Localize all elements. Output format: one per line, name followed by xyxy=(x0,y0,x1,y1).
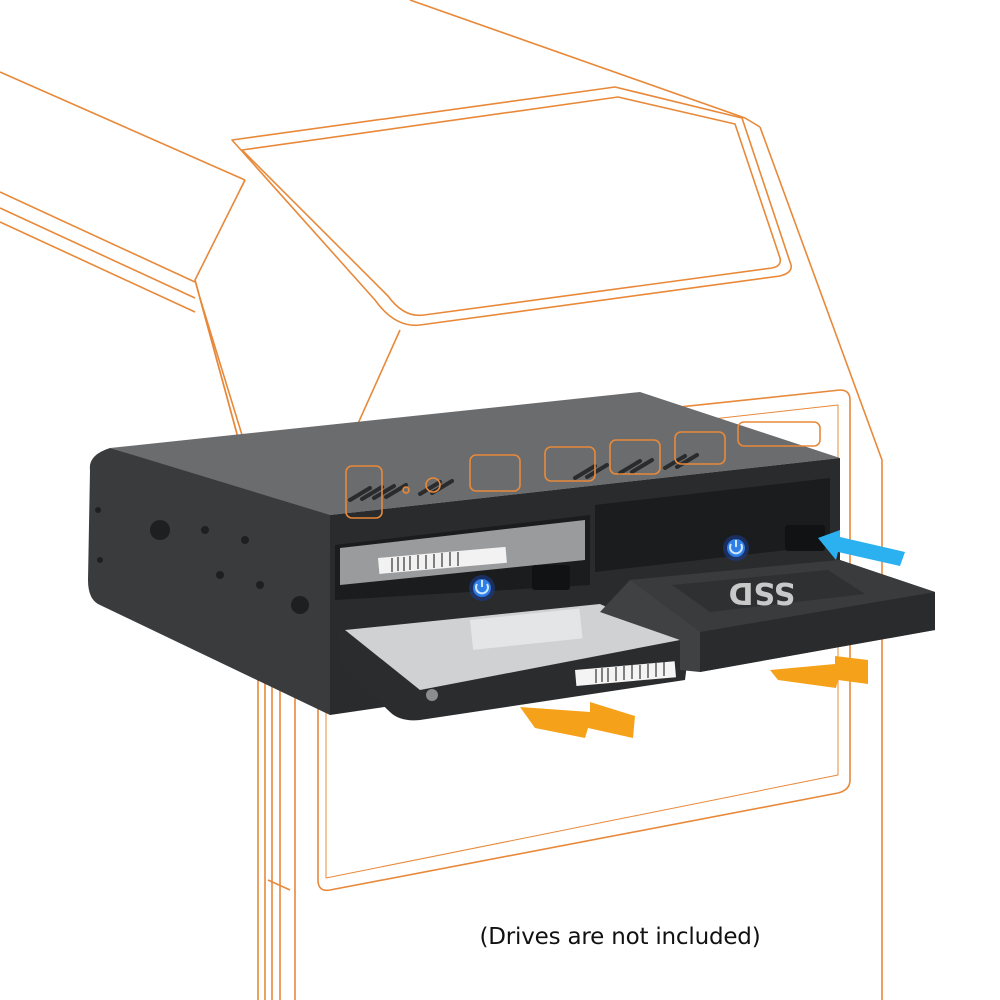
drive-enclosure: SSD xyxy=(88,392,935,721)
arrow-icon xyxy=(770,656,868,688)
arrow-icon xyxy=(520,702,635,738)
hdd-ejecting xyxy=(338,601,690,721)
top-right-bay xyxy=(595,478,830,572)
ssd-label: SSD xyxy=(729,575,796,610)
caption-text: (Drives are not included) xyxy=(479,924,761,950)
latch-right xyxy=(785,525,825,551)
power-icon xyxy=(469,575,495,601)
arrow-icon xyxy=(818,530,905,566)
power-icon xyxy=(723,535,749,561)
latch-left xyxy=(532,565,570,590)
ssd-inserting: SSD xyxy=(600,560,935,672)
